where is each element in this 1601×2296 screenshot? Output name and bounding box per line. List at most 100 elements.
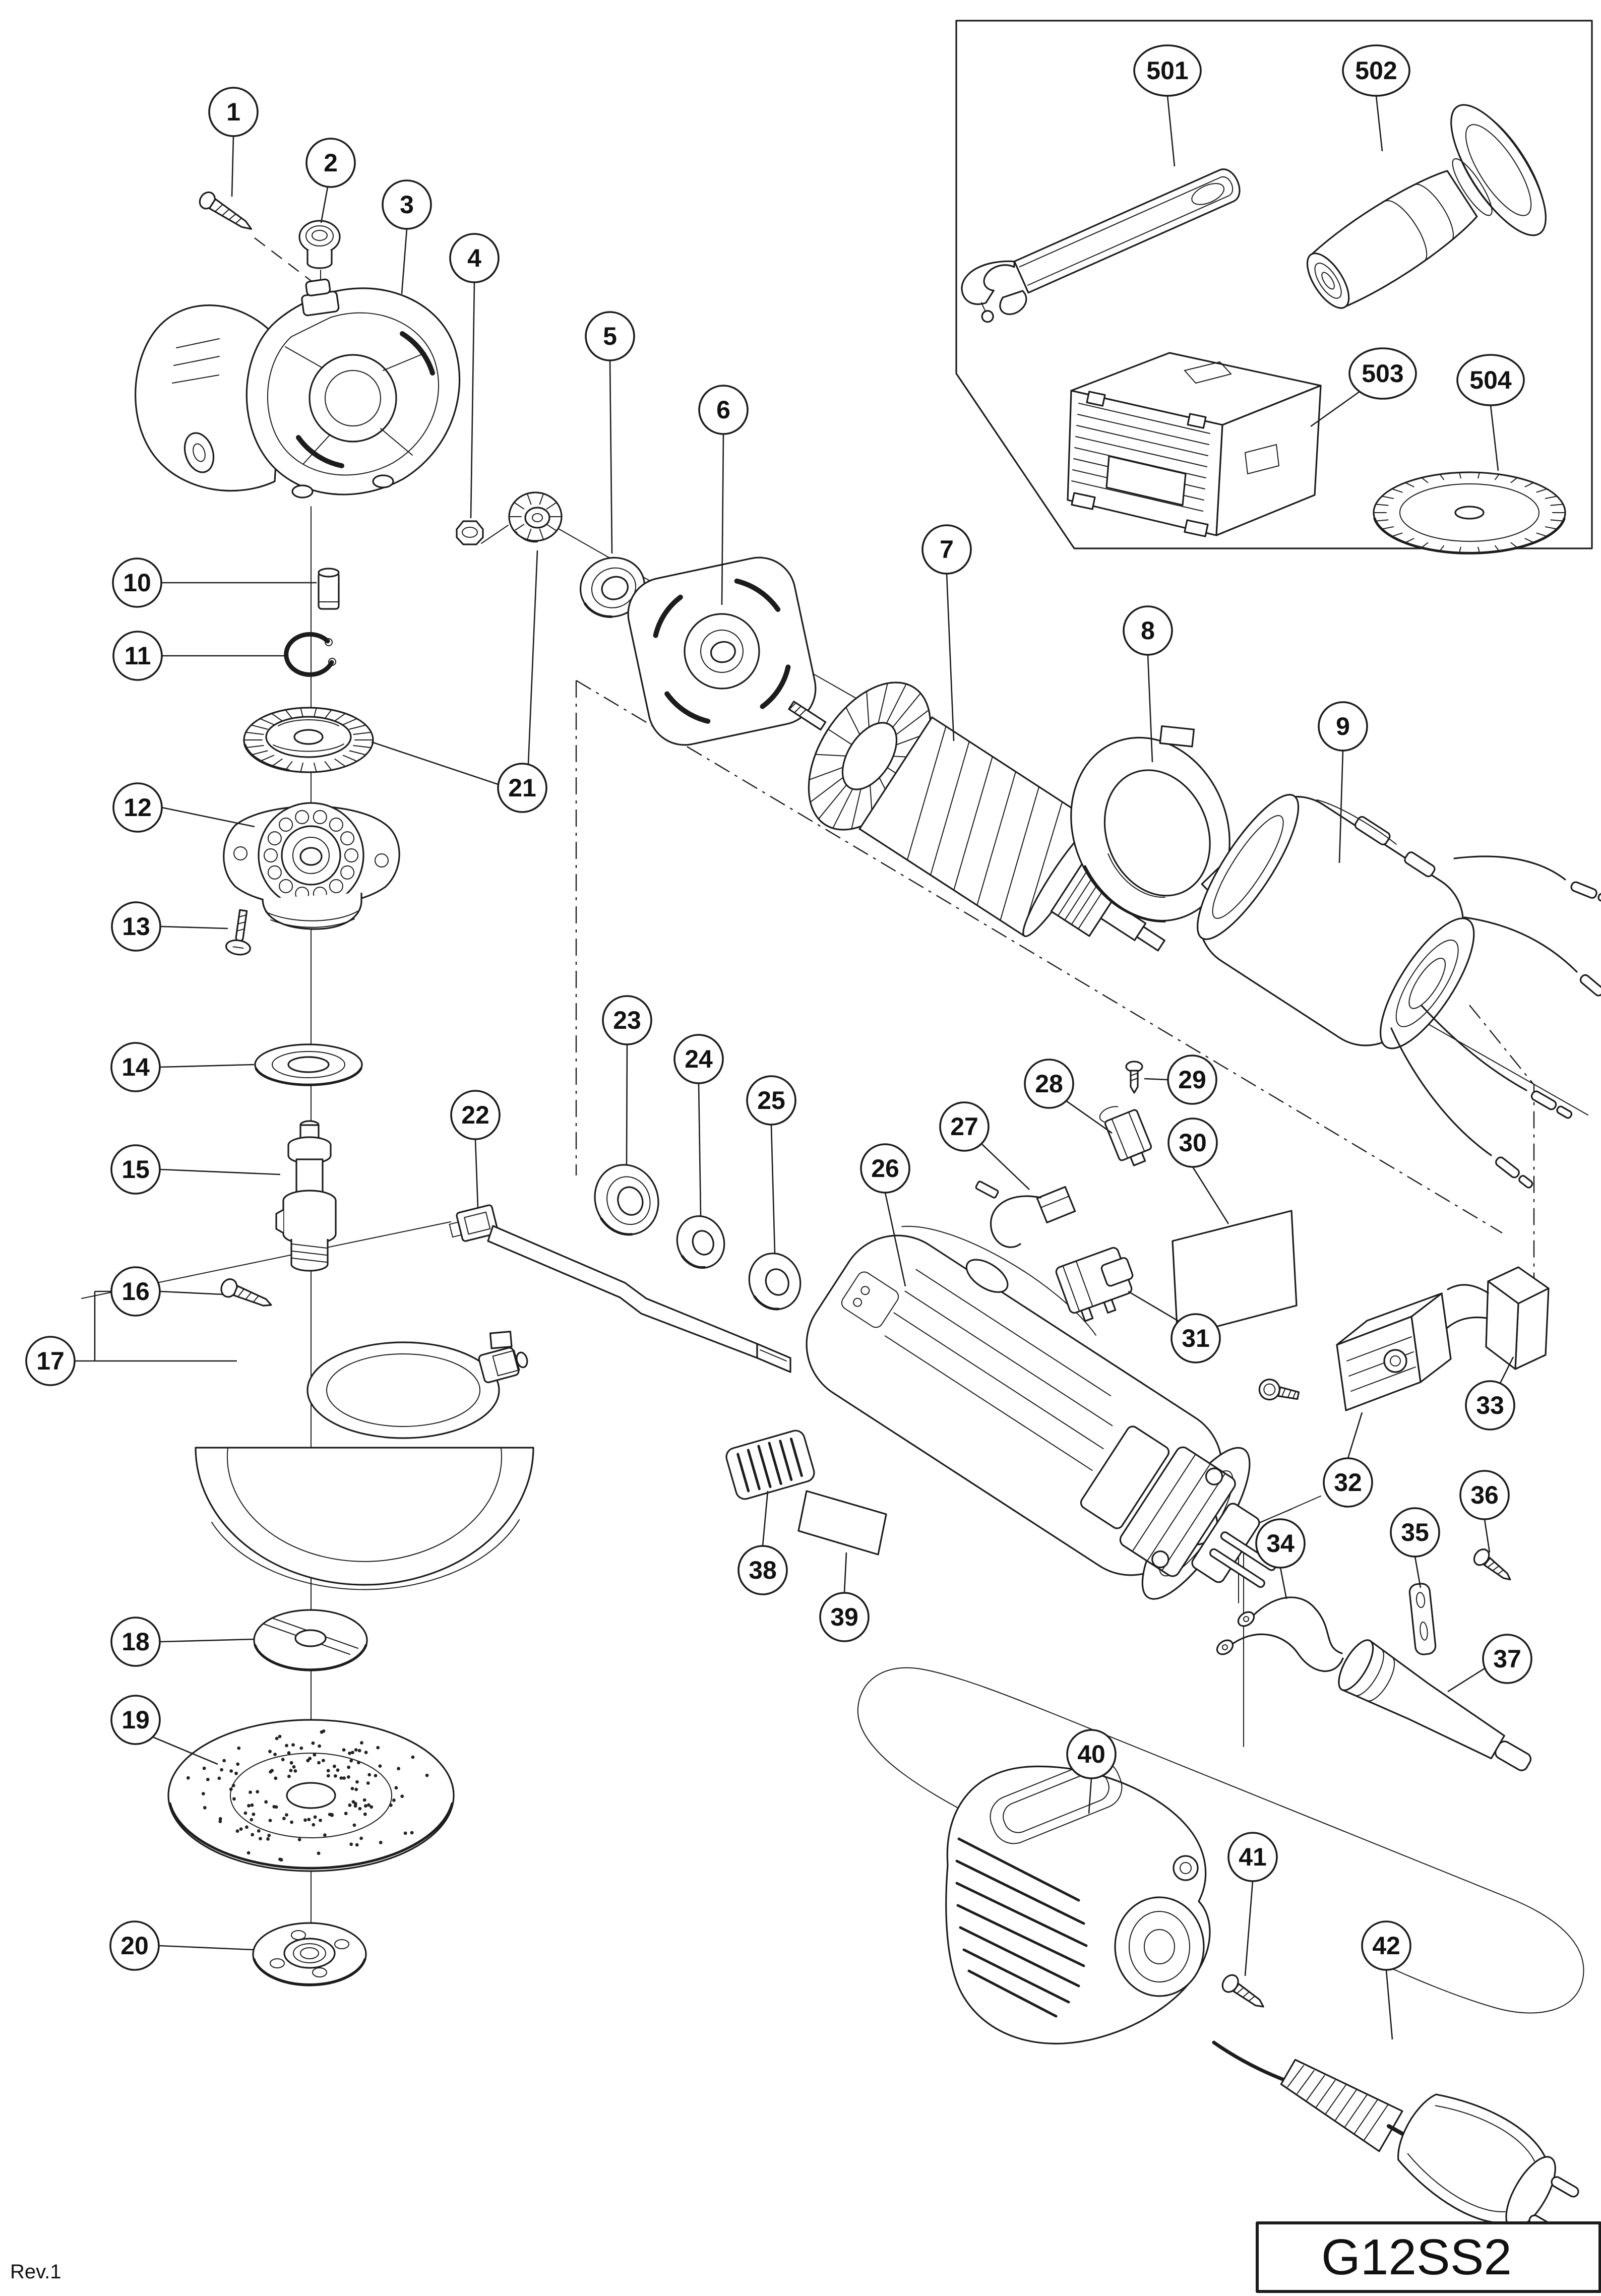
callout-33: 33 xyxy=(1465,1356,1515,1431)
power-cord-part42 xyxy=(1212,2040,1579,2236)
svg-text:503: 503 xyxy=(1362,359,1403,388)
wheel-nut-part20 xyxy=(252,1922,367,1987)
svg-text:22: 22 xyxy=(461,1101,489,1129)
carbon-brush-part27 xyxy=(975,1181,1076,1248)
callout-504: 504 xyxy=(1456,354,1525,471)
set-lever-part22 xyxy=(449,1204,791,1373)
callout-41: 41 xyxy=(1227,1832,1278,1976)
svg-text:39: 39 xyxy=(830,1603,858,1631)
svg-text:5: 5 xyxy=(603,322,617,350)
svg-text:34: 34 xyxy=(1266,1529,1295,1558)
screw-part36 xyxy=(1473,1548,1511,1581)
svg-text:3: 3 xyxy=(400,191,414,219)
svg-text:6: 6 xyxy=(716,396,730,424)
callout-6: 6 xyxy=(698,385,749,605)
ball-bearing-part23 xyxy=(594,1164,659,1236)
tail-assembly-phantom-outline xyxy=(857,1667,1584,2014)
spindle-part15 xyxy=(275,1120,337,1272)
svg-text:35: 35 xyxy=(1401,1518,1429,1546)
circlip-part11 xyxy=(284,632,336,677)
callout-15: 15 xyxy=(110,1144,281,1195)
callout-20: 20 xyxy=(109,1920,254,1971)
brush-holder-part28 xyxy=(1099,1106,1152,1166)
svg-text:501: 501 xyxy=(1146,56,1188,85)
callout-8: 8 xyxy=(1123,605,1173,763)
bevel-gear-part21 xyxy=(243,707,374,773)
svg-text:42: 42 xyxy=(1372,1932,1400,1960)
callout-40: 40 xyxy=(1066,1729,1117,1814)
packing-part25 xyxy=(748,1253,802,1311)
motor-tail-internals xyxy=(1080,1425,1276,1588)
callout-2: 2 xyxy=(305,138,356,223)
callout-16: 16 xyxy=(110,1266,224,1317)
svg-text:24: 24 xyxy=(685,1045,713,1073)
svg-text:29: 29 xyxy=(1178,1066,1206,1094)
svg-text:4: 4 xyxy=(467,244,481,272)
machine-screw-part1 xyxy=(199,191,253,230)
gasket-plate-part6 xyxy=(627,556,817,746)
svg-text:8: 8 xyxy=(1141,616,1155,645)
grinding-wheel-part19 xyxy=(167,1719,455,1872)
nameplate-part30 xyxy=(1172,1210,1298,1338)
svg-text:30: 30 xyxy=(1179,1129,1207,1157)
svg-text:33: 33 xyxy=(1476,1391,1504,1419)
wrench-part501 xyxy=(961,168,1241,323)
pinion-gear-part21 xyxy=(508,491,563,543)
callout-24: 24 xyxy=(673,1034,724,1216)
svg-text:23: 23 xyxy=(613,1006,641,1034)
screw-part29 xyxy=(1125,1061,1143,1094)
svg-text:504: 504 xyxy=(1469,366,1512,394)
model-label-box: G12SS2 xyxy=(1256,2221,1601,2293)
gear-housing-part3 xyxy=(135,278,461,499)
condenser-part33 xyxy=(1446,1266,1550,1370)
side-handle-part502 xyxy=(1306,104,1547,309)
packing-part24 xyxy=(676,1215,725,1269)
callout-25: 25 xyxy=(746,1075,796,1254)
accessory-inset-box xyxy=(955,20,1593,549)
wheel-speckles xyxy=(186,1729,429,1862)
ball-bearing-part5 xyxy=(579,556,646,618)
svg-text:20: 20 xyxy=(120,1932,149,1960)
callout-42: 42 xyxy=(1361,1920,1411,2040)
callout-26: 26 xyxy=(860,1143,910,1287)
svg-text:1: 1 xyxy=(226,98,240,126)
callout-10: 10 xyxy=(112,557,317,608)
svg-text:12: 12 xyxy=(124,793,152,822)
bevel-teeth xyxy=(244,708,373,772)
svg-text:38: 38 xyxy=(749,1556,777,1584)
callout-502: 502 xyxy=(1342,44,1410,152)
svg-text:15: 15 xyxy=(121,1155,150,1184)
svg-text:7: 7 xyxy=(940,535,954,564)
stator-lead-wires xyxy=(1390,855,1601,1189)
svg-text:21: 21 xyxy=(508,774,536,802)
tail-cover-part40 xyxy=(945,1760,1211,2044)
nut-part4 xyxy=(456,520,484,545)
packing-gland-part14 xyxy=(254,1043,363,1086)
pin-part10 xyxy=(318,568,340,610)
callouts-layer: 1234567891011121314151617181920212223242… xyxy=(25,44,1532,2040)
switch-part31 xyxy=(1055,1247,1134,1322)
screw-part13 xyxy=(225,909,251,956)
callout-27: 27 xyxy=(939,1101,1030,1190)
callout-32: 32 xyxy=(1323,1412,1373,1508)
callout-13: 13 xyxy=(111,901,228,952)
case-part503 xyxy=(1067,352,1322,537)
lead-wires-part34 xyxy=(1216,1596,1344,1672)
callout-3: 3 xyxy=(382,179,432,294)
pinion-teeth xyxy=(509,493,562,540)
svg-text:16: 16 xyxy=(121,1277,150,1306)
controller-part32 xyxy=(1258,1292,1452,1411)
callout-30: 30 xyxy=(1167,1118,1229,1224)
svg-text:40: 40 xyxy=(1077,1740,1105,1768)
callout-35: 35 xyxy=(1390,1507,1440,1588)
callout-22: 22 xyxy=(450,1090,501,1208)
wheel-segments xyxy=(1373,472,1566,553)
revision-label: Rev.1 xyxy=(10,2261,61,2283)
cord-armor-part37 xyxy=(1338,1639,1532,1771)
caution-label-part39 xyxy=(797,1490,887,1556)
gear-cover-part12 xyxy=(223,802,400,930)
controller-screw xyxy=(1258,1379,1300,1401)
callout-39: 39 xyxy=(819,1552,870,1642)
svg-text:26: 26 xyxy=(871,1154,899,1183)
